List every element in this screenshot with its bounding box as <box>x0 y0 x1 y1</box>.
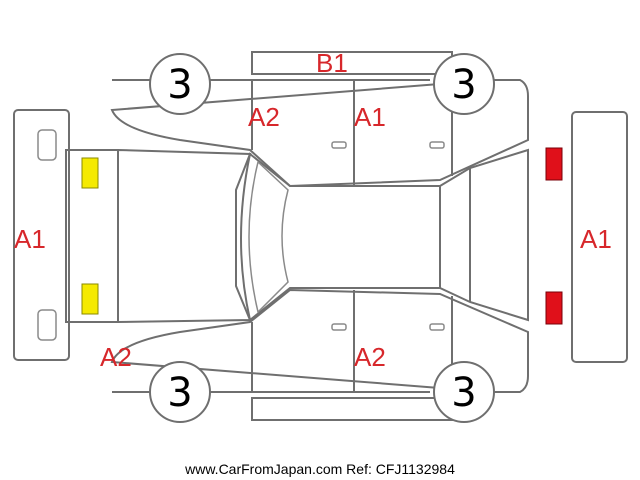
tire-top-right: 3 <box>433 53 495 115</box>
damage-code-right-front-fender: A2 <box>100 342 132 372</box>
tire-mark-top-left: 3 <box>167 62 192 108</box>
front-light-bottom <box>81 283 99 315</box>
tire-top-left: 3 <box>149 53 211 115</box>
top-side-strip <box>251 51 453 75</box>
damage-code-right-rear-door: A2 <box>354 342 386 372</box>
car-body-top-view <box>65 148 529 324</box>
rear-light-top <box>545 147 563 181</box>
damage-code-rear-bumper: A1 <box>580 224 612 254</box>
footer-reference: www.CarFromJapan.com Ref: CFJ1132984 <box>184 461 455 477</box>
damage-code-left-rear-door: A1 <box>354 102 386 132</box>
bottom-side-strip <box>251 397 453 421</box>
front-light-top <box>81 157 99 189</box>
rear-bumper <box>571 111 628 363</box>
front-bumper <box>13 109 70 361</box>
tire-mark-bottom-left: 3 <box>167 370 192 416</box>
tire-bottom-left: 3 <box>149 361 211 423</box>
damage-code-left-front-door: A2 <box>248 102 280 132</box>
tire-mark-top-right: 3 <box>451 62 476 108</box>
tire-mark-bottom-right: 3 <box>451 370 476 416</box>
damage-code-roof-top: B1 <box>316 48 348 78</box>
tire-bottom-right: 3 <box>433 361 495 423</box>
rear-light-bottom <box>545 291 563 325</box>
damage-code-front-bumper: A1 <box>14 224 46 254</box>
